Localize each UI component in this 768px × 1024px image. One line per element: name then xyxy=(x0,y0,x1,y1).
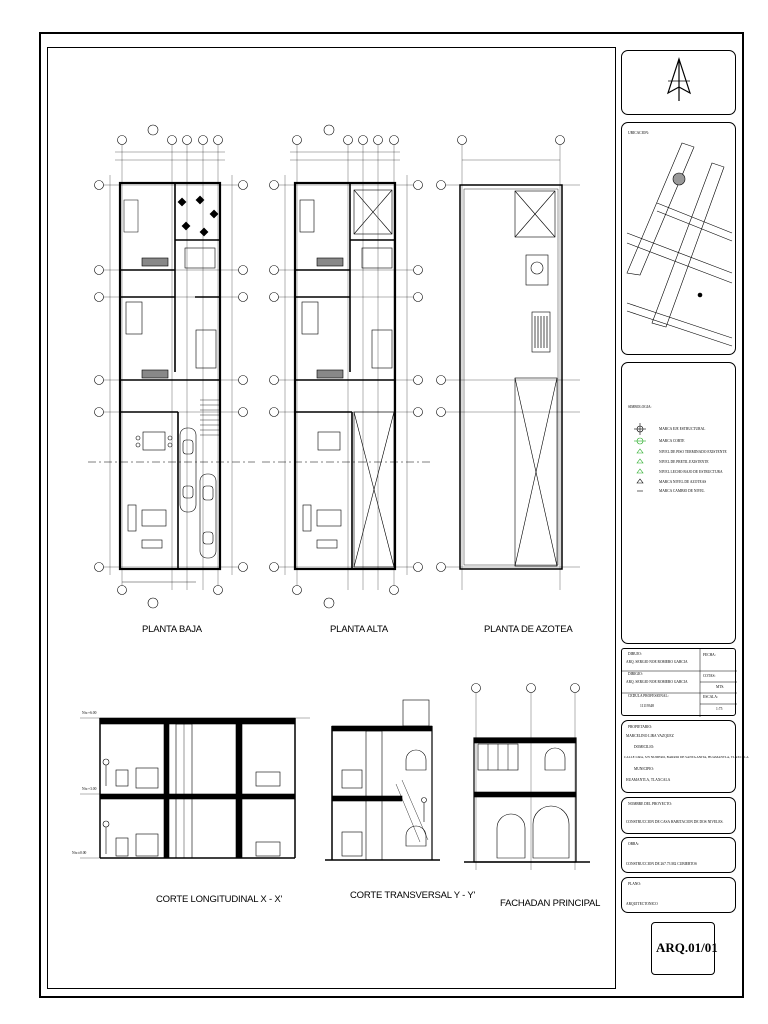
simbologia-icons xyxy=(634,423,646,492)
credits-grid xyxy=(622,649,737,717)
cedula-label: CEDULA PROFESIONAL: xyxy=(628,694,669,698)
propietario-value: MARCELINO LIRA VAZQUEZ xyxy=(626,734,674,738)
sheet-border xyxy=(39,32,744,998)
fachada-title: FACHADAN PRINCIPAL xyxy=(500,898,601,909)
escala-label: ESCALA: xyxy=(703,695,718,699)
corte-longitudinal-title: CORTE LONGITUDINAL X - X' xyxy=(156,894,283,905)
plano-box: PLANO: ARQUITECTONICO xyxy=(621,877,736,913)
simbologia-item: NIVEL LECHO BAJO DE ESTRUCTURA xyxy=(659,470,723,474)
nivel-tag: Niv.+3.00 xyxy=(82,787,97,791)
simbologia-item: MARCA CAMBIO DE NIVEL xyxy=(659,489,705,493)
escala-value: 1:75 xyxy=(716,707,723,711)
cotas-value: MTS. xyxy=(716,685,725,689)
dibujo-value: ARQ. SERGIO NOE ROMERO GARCIA xyxy=(626,660,688,664)
simbologia-label: SIMBOLOGIA: xyxy=(628,405,652,409)
corte-transversal-title: CORTE TRANSVERSAL Y - Y' xyxy=(350,890,476,901)
plano-code: ARQ.01/01 xyxy=(656,940,718,955)
simbologia-item: NIVEL DE PISO TERMINADO EXISTENTE xyxy=(659,450,727,454)
nivel-tag: Niv.±0.00 xyxy=(72,851,87,855)
dirigio-value: ARQ. SERGIO NOE ROMERO GARCIA xyxy=(626,680,688,684)
fecha-label: FECHA: xyxy=(703,653,716,657)
plano-code-box: ARQ.01/01 xyxy=(651,922,718,975)
dirigio-label: DIRIGIO: xyxy=(628,672,643,676)
drawing-area xyxy=(47,47,616,989)
simbologia-item: MARCA CORTE xyxy=(659,439,685,443)
plano-value: ARQUITECTONICO xyxy=(626,902,658,906)
location-map xyxy=(626,142,733,347)
municipio-label: MUNICIPIO: xyxy=(634,767,654,771)
proyecto-box: NOMBRE DEL PROYECTO: CONSTRUCCION DE CAS… xyxy=(621,797,736,834)
cedula-value: 11119348 xyxy=(640,704,654,708)
propietario-label: PROPIETARIO: xyxy=(628,725,653,729)
logo-box xyxy=(621,50,736,115)
logo-icon xyxy=(666,57,692,101)
plano-label: PLANO: xyxy=(628,882,641,886)
obra-value: CONSTRUCCION DE 267.73 M2 CUBIERTOS xyxy=(626,862,697,866)
proyecto-value: CONSTRUCCION DE CASA HABITACION DE DOS N… xyxy=(626,820,724,824)
domicilio-label: DOMICILIO: xyxy=(634,745,655,749)
municipio-value: HUAMANTLA, TLAXCALA xyxy=(626,778,671,782)
dibujo-label: DIBUJO: xyxy=(628,652,642,656)
propietario-box: PROPIETARIO: MARCELINO LIRA VAZQUEZ DOMI… xyxy=(621,720,749,793)
nivel-tag: Niv.+6.00 xyxy=(82,711,97,715)
domicilio-value: CALLE LIRA, S/N NUMERO, BARRIO DE SANTA … xyxy=(624,755,749,759)
simbologia-item: MARCA NIVEL DE AZOTEAS xyxy=(659,480,707,484)
credits-box: DIBUJO: ARQ. SERGIO NOE ROMERO GARCIA DI… xyxy=(621,648,737,717)
simbologia-item: MARCA EJE ESTRUCTURAL xyxy=(659,427,706,431)
cotas-label: COTAS: xyxy=(703,674,716,678)
obra-label: OBRA: xyxy=(628,842,639,846)
obra-box: OBRA: CONSTRUCCION DE 267.73 M2 CUBIERTO… xyxy=(621,837,736,873)
planta-alta-title: PLANTA ALTA xyxy=(330,624,388,635)
simbologia-box: SIMBOLOGIA: MARCA EJE ESTRUCTURAL MARCA … xyxy=(621,362,736,644)
ubicacion-label: UBICACION: xyxy=(628,131,649,135)
ubicacion-box: UBICACION: xyxy=(621,122,736,355)
planta-azotea-title: PLANTA DE AZOTEA xyxy=(484,624,573,635)
simbologia-item: NIVEL DE PRETIL EXISTENTE xyxy=(659,460,709,464)
planta-baja-title: PLANTA BAJA xyxy=(142,624,202,635)
proyecto-label: NOMBRE DEL PROYECTO: xyxy=(628,802,672,806)
